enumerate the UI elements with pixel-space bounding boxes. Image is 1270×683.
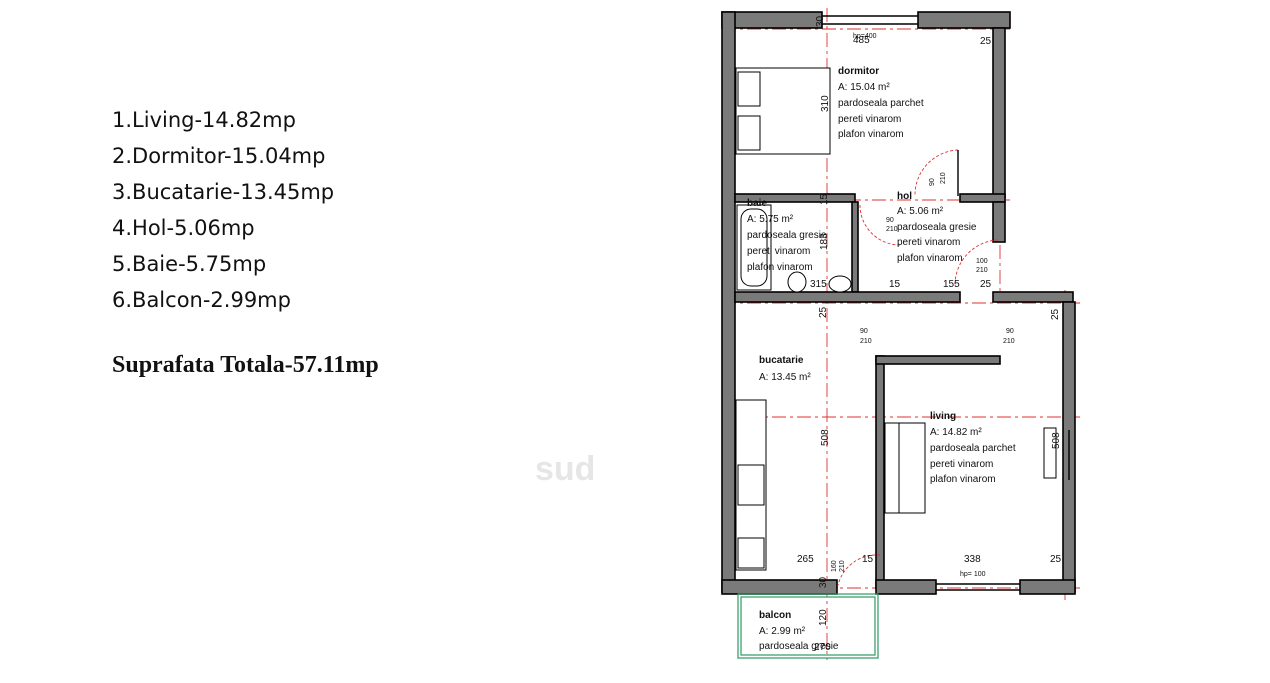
dim-120: 120 <box>818 609 829 626</box>
dim-270: 270 <box>814 642 831 653</box>
windows <box>822 15 1070 591</box>
dim-155: 155 <box>943 279 960 290</box>
dim-15-bath: 15 <box>819 193 830 205</box>
room-name-dormitor: dormitor <box>838 66 879 77</box>
dim-210-bed: 210 <box>940 172 947 184</box>
room-walls-baie: pereti vinarom <box>747 246 810 257</box>
label-dormitor: dormitor A: 15.04 m² pardoseala parchet … <box>838 66 924 140</box>
room-name-living: living <box>930 411 956 422</box>
legend-item-living: 1.Living-14.82mp <box>112 108 296 132</box>
dim-160: 160 <box>831 560 838 572</box>
dim-hp400: hp=400 <box>853 33 877 40</box>
dim-210-kitchen: 210 <box>860 338 872 345</box>
tv-unit <box>1043 427 1057 479</box>
legend-item-baie: 5.Baie-5.75mp <box>112 252 267 276</box>
dim-485: 485 <box>853 35 870 46</box>
dim-100-hall: 100 <box>976 258 988 265</box>
dim-90-bath: 90 <box>886 217 894 224</box>
dim-508-kitchen: 508 <box>820 429 831 446</box>
room-area-dormitor: A: 15.04 m² <box>838 82 890 93</box>
room-ceiling-hol: plafon vinarom <box>897 253 963 264</box>
legend-item-hol: 4.Hol-5.06mp <box>112 216 255 240</box>
label-baie: baie A: 5.75 m² pardoseala gresie pereti… <box>747 198 827 273</box>
room-area-baie: A: 5.75 m² <box>747 214 794 225</box>
room-floor-hol: pardoseala gresie <box>897 222 977 233</box>
dim-210-bath: 210 <box>886 226 898 233</box>
watermark-text: sud <box>535 450 595 488</box>
label-balcon: balcon A: 2.99 m² pardoseala gresie <box>759 610 839 652</box>
dim-183: 183 <box>819 233 830 250</box>
bed <box>735 67 831 155</box>
doors <box>837 149 999 586</box>
dim-338: 338 <box>964 554 981 565</box>
balcony <box>737 593 879 659</box>
dim-25-bottom: 25 <box>1050 554 1062 565</box>
room-area-living: A: 14.82 m² <box>930 427 982 438</box>
room-ceiling-dormitor: plafon vinarom <box>838 129 904 140</box>
room-floor-balcon: pardoseala gresie <box>759 641 839 652</box>
dim-15-bottom: 15 <box>862 554 874 565</box>
dim-310: 310 <box>820 95 831 112</box>
room-area-balcon: A: 2.99 m² <box>759 626 806 637</box>
label-bucatarie: bucatarie A: 13.45 m² <box>759 355 811 383</box>
dim-210-living: 210 <box>1003 338 1015 345</box>
label-hol: hol A: 5.06 m² pardoseala gresie pereti … <box>897 191 977 264</box>
dim-25-top: 25 <box>980 36 992 47</box>
dim-25-living: 25 <box>1050 308 1061 320</box>
kitchen-counter <box>735 399 767 571</box>
room-walls-living: pereti vinarom <box>930 459 993 470</box>
dim-315: 315 <box>810 279 827 290</box>
room-area-bucatarie: A: 13.45 m² <box>759 372 811 383</box>
room-ceiling-living: plafon vinarom <box>930 474 996 485</box>
room-walls-dormitor: pereti vinarom <box>838 114 901 125</box>
room-name-bucatarie: bucatarie <box>759 355 804 366</box>
dim-15-mid: 15 <box>889 279 901 290</box>
dim-90-bed: 90 <box>929 178 936 186</box>
dim-210-hall: 210 <box>976 267 988 274</box>
dim-265: 265 <box>797 554 814 565</box>
dimension-labels: 30 485 hp=400 25 310 90 210 15 183 90 21… <box>797 15 1062 653</box>
dim-hp100: hp= 100 <box>960 571 986 578</box>
dim-25-kitchen: 25 <box>818 306 829 318</box>
total-area: Suprafata Totala-57.11mp <box>112 352 379 378</box>
legend-item-balcon: 6.Balcon-2.99mp <box>112 288 291 312</box>
dim-25-mid: 25 <box>980 279 992 290</box>
bathroom-fixtures <box>736 204 852 293</box>
sofa <box>884 422 926 514</box>
dim-90-living: 90 <box>1006 328 1014 335</box>
room-floor-living: pardoseala parchet <box>930 443 1016 454</box>
room-floor-baie: pardoseala gresie <box>747 230 827 241</box>
room-walls-hol: pereti vinarom <box>897 237 960 248</box>
room-name-baie: baie <box>747 198 767 209</box>
legend-item-bucatarie: 3.Bucatarie-13.45mp <box>112 180 335 204</box>
label-living: living A: 14.82 m² pardoseala parchet pe… <box>930 411 1016 485</box>
area-legend: 1.Living-14.82mp 2.Dormitor-15.04mp 3.Bu… <box>112 102 334 318</box>
legend-item-dormitor: 2.Dormitor-15.04mp <box>112 144 326 168</box>
room-ceiling-baie: plafon vinarom <box>747 262 813 273</box>
room-area-hol: A: 5.06 m² <box>897 206 944 217</box>
dim-508-living: 508 <box>1051 432 1062 449</box>
dim-30-bottom: 30 <box>818 576 829 588</box>
room-floor-dormitor: pardoseala parchet <box>838 98 924 109</box>
room-name-balcon: balcon <box>759 610 791 621</box>
dim-90-kitchen: 90 <box>860 328 868 335</box>
dim-30-top: 30 <box>815 15 826 27</box>
dim-210-balcony: 210 <box>839 560 846 572</box>
room-name-hol: hol <box>897 191 912 202</box>
